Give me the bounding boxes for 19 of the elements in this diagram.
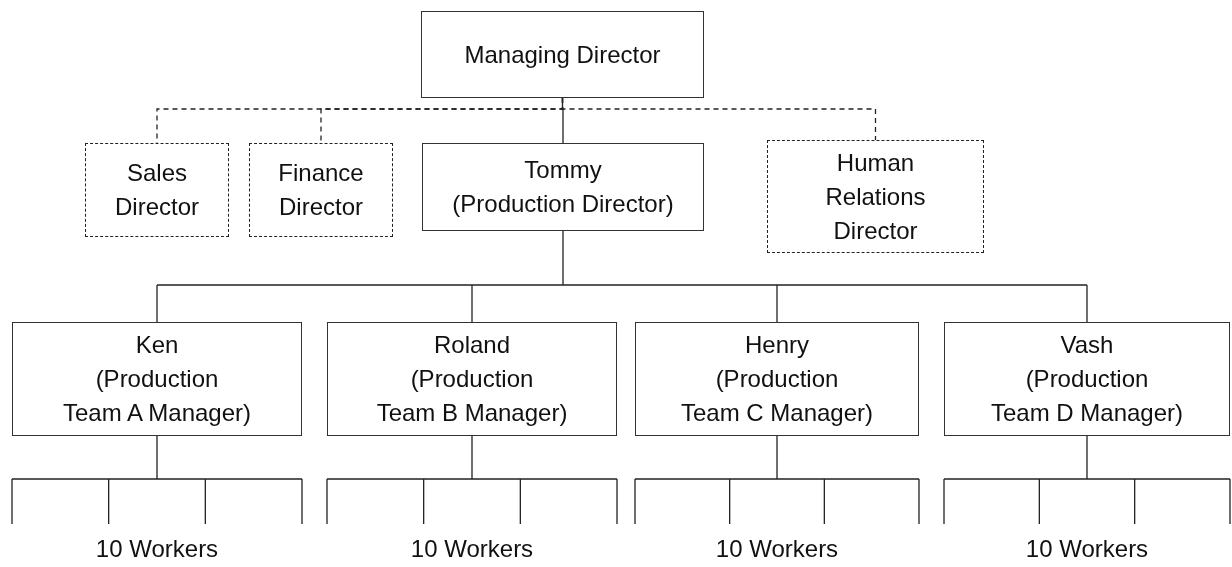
worker-fan-connector [634, 435, 920, 525]
connector-line [156, 230, 1088, 286]
role-box: Tommy (Production Director) [422, 143, 704, 231]
role-box: Roland (Production Team B Manager) [327, 322, 617, 436]
connector-line [471, 284, 473, 323]
role-box: Ken (Production Team A Manager) [12, 322, 302, 436]
role-box: Managing Director [421, 11, 704, 98]
connector-line [156, 284, 158, 323]
role-box: Human Relations Director [767, 140, 984, 253]
role-box: Sales Director [85, 143, 229, 237]
connector-line [1086, 284, 1088, 323]
worker-fan-connector [943, 435, 1231, 525]
connector-line [776, 284, 778, 323]
role-box: Henry (Production Team C Manager) [635, 322, 919, 436]
connector-line [561, 97, 877, 141]
role-box: Finance Director [249, 143, 393, 237]
worker-fan-connector [11, 435, 303, 525]
worker-fan-connector [326, 435, 618, 525]
role-box: Vash (Production Team D Manager) [944, 322, 1230, 436]
